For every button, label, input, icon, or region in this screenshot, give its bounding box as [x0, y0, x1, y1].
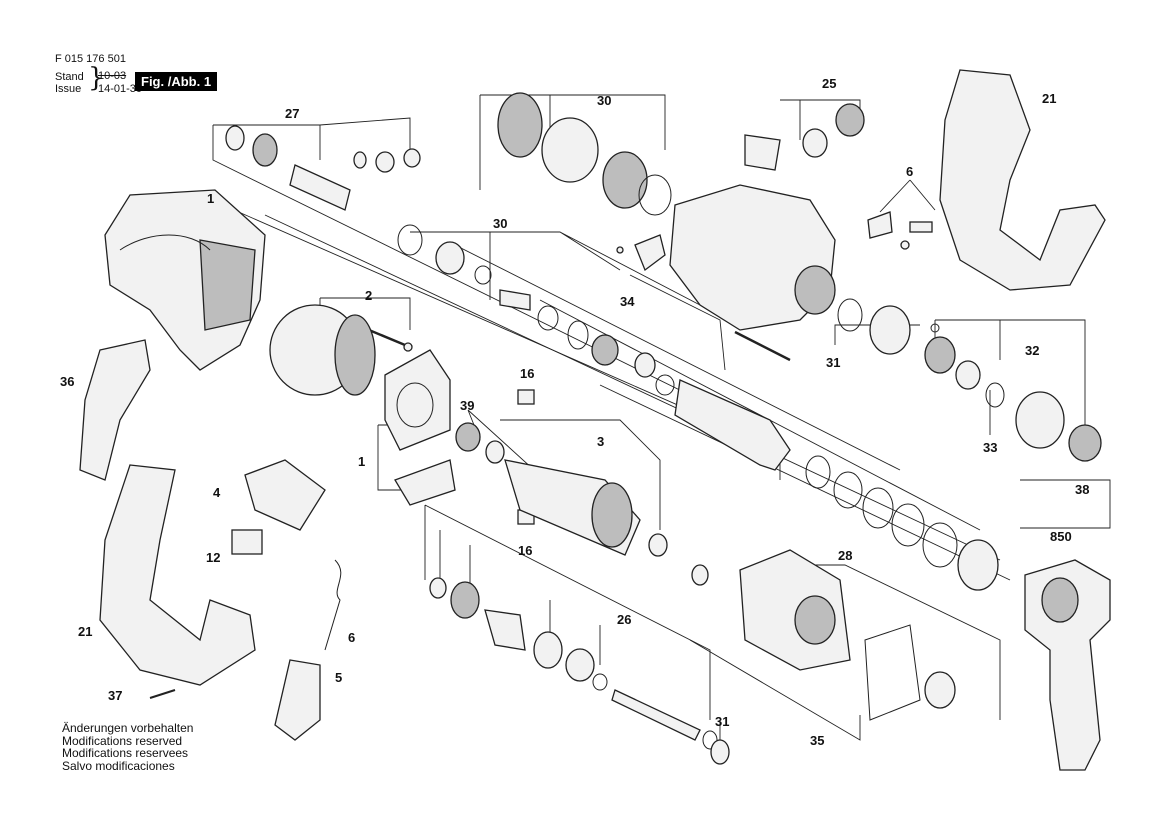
- gear-housing-lower: [739, 549, 851, 671]
- note-de: Änderungen vorbehalten: [62, 721, 194, 735]
- callout-21-lower: 21: [78, 624, 92, 639]
- callout-35: 35: [810, 733, 824, 748]
- callout-1-top: 1: [207, 191, 214, 206]
- tool-holder-parts: [837, 298, 1102, 462]
- capacitor: [231, 529, 263, 555]
- callout-36: 36: [60, 374, 74, 389]
- stator: [269, 304, 376, 396]
- spindle: [674, 379, 791, 471]
- selector-mechanism: [744, 103, 865, 171]
- callout-34: 34: [620, 294, 635, 309]
- callout-850: 850: [1050, 529, 1072, 544]
- o-ring-row: [805, 455, 999, 591]
- fan-baffle: [384, 349, 451, 451]
- callout-38: 38: [1075, 482, 1089, 497]
- callout-16-lower: 16: [518, 543, 532, 558]
- callout-27: 27: [285, 106, 299, 121]
- cable-clamp: [867, 211, 933, 250]
- callout-26: 26: [617, 612, 631, 627]
- callout-37: 37: [108, 688, 122, 703]
- gasket: [864, 624, 956, 721]
- callout-4: 4: [213, 485, 221, 500]
- callout-32: 32: [1025, 343, 1039, 358]
- armature-bearing: [455, 422, 505, 464]
- armature: [504, 459, 668, 557]
- piston-assembly: [225, 125, 421, 211]
- callout-3: 3: [597, 434, 604, 449]
- gear-assembly: [497, 92, 672, 216]
- bearing-set: [397, 224, 675, 396]
- callout-labels: 27 30 25 21 6 1 2 30 34 36 16 39 31 32 3…: [60, 76, 1089, 748]
- handle-lower: [99, 464, 256, 686]
- carbon-brush: [517, 389, 535, 525]
- long-screw: [734, 330, 791, 362]
- motor-housing: [104, 189, 266, 371]
- callout-2: 2: [365, 288, 372, 303]
- auxiliary-handle: [1024, 559, 1111, 771]
- callout-30-mid: 30: [493, 216, 507, 231]
- callout-28: 28: [838, 548, 852, 563]
- retaining-bracket: [616, 234, 666, 272]
- handle-upper: [939, 69, 1106, 291]
- callout-25: 25: [822, 76, 836, 91]
- gearbox-housing: [669, 184, 836, 331]
- figure-label: Fig. /Abb. 1: [135, 72, 218, 91]
- brush-plate: [394, 459, 456, 506]
- callout-1-lower: 1: [358, 454, 365, 469]
- callout-5: 5: [335, 670, 342, 685]
- callout-21-top: 21: [1042, 91, 1056, 106]
- note-fr: Modifications reservees: [62, 746, 189, 760]
- note-es: Salvo modificaciones: [62, 758, 175, 773]
- modification-notes: Änderungen vorbehalten Modifications res…: [62, 722, 193, 772]
- brace-glyph: }: [88, 63, 105, 93]
- callout-33: 33: [983, 440, 997, 455]
- callout-6-lower: 6: [348, 630, 355, 645]
- stand-value: 10-03: [98, 70, 127, 82]
- power-cable: [274, 559, 342, 741]
- washer: [691, 564, 709, 586]
- issue-value: 14-01-30: [98, 83, 143, 95]
- callout-12: 12: [206, 550, 220, 565]
- callout-16-top: 16: [520, 366, 534, 381]
- callout-39: 39: [460, 398, 474, 413]
- screw-37: [149, 689, 176, 699]
- callout-31-upper: 31: [826, 355, 840, 370]
- callout-31-lower: 31: [715, 714, 729, 729]
- document-number: F 015 176 501: [55, 53, 126, 65]
- callout-6-top: 6: [906, 164, 913, 179]
- grip-cover: [79, 339, 151, 481]
- callout-30-top: 30: [597, 93, 611, 108]
- intermediate-gear-set: [429, 577, 730, 765]
- issue-label: Issue: [55, 83, 82, 95]
- note-en: Modifications reserved: [62, 733, 183, 748]
- stand-label: Stand: [55, 71, 84, 83]
- switch: [244, 459, 326, 531]
